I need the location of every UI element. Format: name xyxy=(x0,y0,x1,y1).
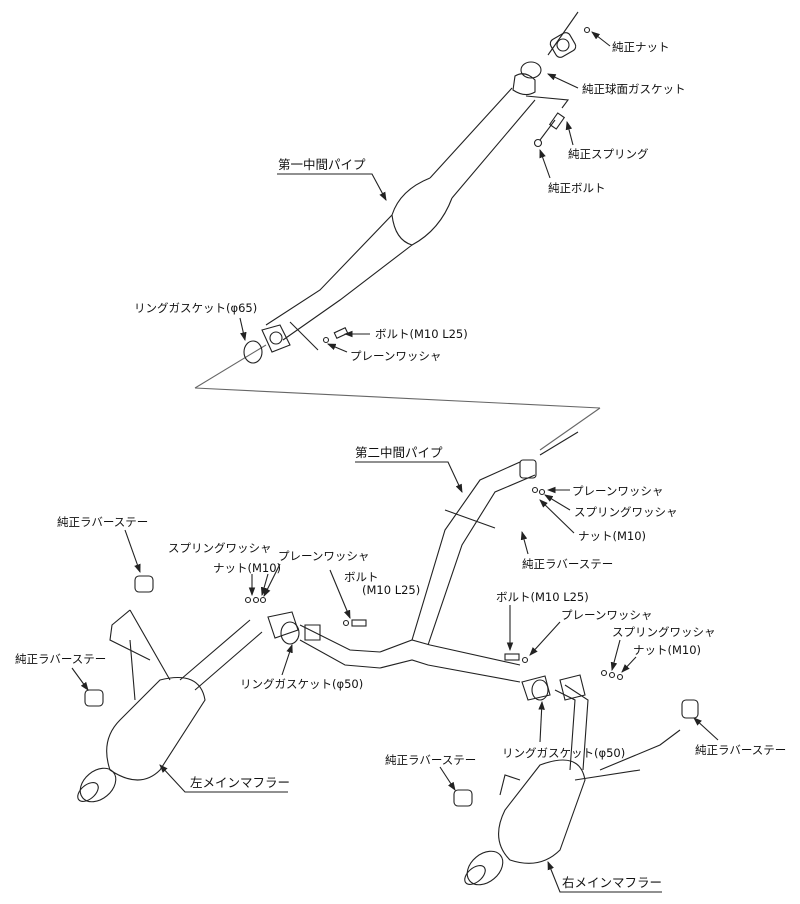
label-spring-washer: スプリングワッシャ xyxy=(612,625,716,639)
label-bolt-spec: (M10 L25) xyxy=(362,583,421,597)
right-main-muffler-drawing xyxy=(453,486,699,886)
label-rubber-stay: 純正ラバーステー xyxy=(522,557,614,571)
label-plain-washer: プレーンワッシャ xyxy=(350,349,442,363)
label-plain-washer: プレーンワッシャ xyxy=(278,549,370,563)
label-nut-m10: ナット(M10) xyxy=(578,529,647,543)
left-main-muffler-drawing xyxy=(77,575,367,803)
label-rubber-stay: 純正ラバーステー xyxy=(15,652,107,666)
label-ring-gasket-50: リングガスケット(φ50) xyxy=(502,746,626,760)
label-genuine-spherical-gasket: 純正球面ガスケット xyxy=(582,82,686,96)
upper-flange-parts xyxy=(512,26,591,148)
first-center-pipe xyxy=(194,11,579,389)
label-plain-washer: プレーンワッシャ xyxy=(572,484,664,498)
leader-lines xyxy=(71,31,719,893)
label-nut-m10: ナット(M10) xyxy=(213,561,282,575)
label-rubber-stay: 純正ラバーステー xyxy=(57,515,149,529)
label-ring-gasket-65: リングガスケット(φ65) xyxy=(134,301,258,315)
second-center-pipe xyxy=(299,431,579,683)
label-rubber-stay: 純正ラバーステー xyxy=(385,753,477,767)
lower-flange-upper-pipe xyxy=(243,321,349,364)
label-ring-gasket-50: リングガスケット(φ50) xyxy=(240,677,364,691)
label-spring-washer: スプリングワッシャ xyxy=(168,541,272,555)
label-second-center-pipe: 第二中間パイプ xyxy=(355,445,443,460)
label-genuine-spring: 純正スプリング xyxy=(568,147,649,161)
label-genuine-bolt: 純正ボルト xyxy=(548,181,606,195)
label-bolt-m10-l25: ボルト(M10 L25) xyxy=(375,327,468,341)
label-bolt-m10-l25: ボルト(M10 L25) xyxy=(496,590,589,604)
label-bolt: ボルト xyxy=(344,570,379,584)
label-spring-washer: スプリングワッシャ xyxy=(574,505,678,519)
label-plain-washer: プレーンワッシャ xyxy=(561,608,653,622)
label-right-main-muffler: 右メインマフラー xyxy=(562,875,663,890)
label-rubber-stay: 純正ラバーステー xyxy=(695,743,787,757)
label-nut-m10: ナット(M10) xyxy=(633,643,702,657)
label-first-center-pipe: 第一中間パイプ xyxy=(278,157,366,172)
label-left-main-muffler: 左メインマフラー xyxy=(190,775,291,790)
label-genuine-nut: 純正ナット xyxy=(612,40,670,54)
